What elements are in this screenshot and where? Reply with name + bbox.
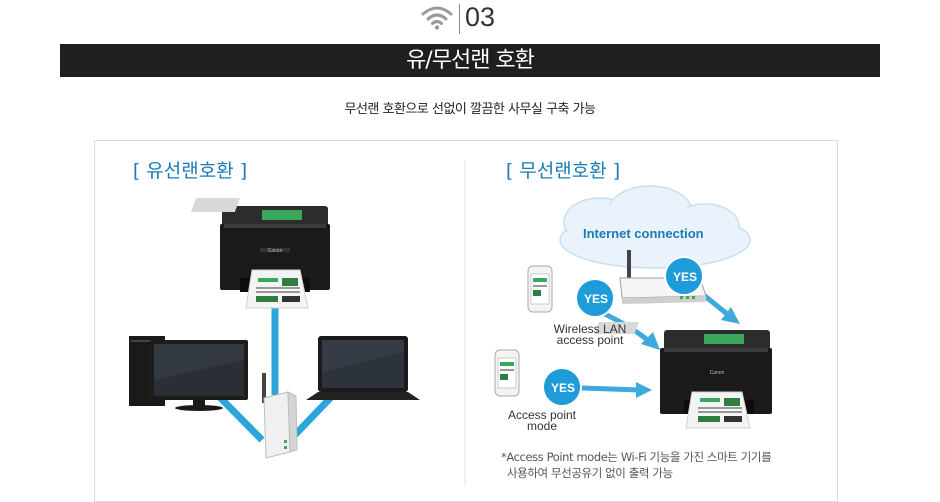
wireless-lan-label-line2: access point	[556, 333, 624, 347]
wifi-icon	[421, 6, 453, 30]
printer-icon: Canon	[190, 198, 330, 309]
internet-connection-label: Internet connection	[583, 226, 704, 241]
footnote-line2: 사용하여 무선공유기 없이 출력 가능	[507, 466, 673, 480]
yes-bubble	[542, 367, 582, 407]
page-title: 유/무선랜 호환	[60, 44, 880, 77]
yes-bubble	[575, 278, 615, 318]
wireless-lan-label: Wireless LAN access point	[540, 322, 640, 347]
page-subtitle: 무선랜 호환으로 선없이 깔끔한 사무실 구축 가능	[344, 102, 597, 117]
laptop-icon	[306, 336, 420, 400]
internet-cloud	[559, 185, 751, 269]
yes-label: YES	[584, 292, 609, 306]
access-point-label-line2: mode	[526, 419, 558, 433]
svg-text:Canon: Canon	[268, 248, 283, 254]
footnote: *Access Point mode는 Wi-Fi 기능을 가진 스마트 기기를…	[501, 449, 772, 481]
yes-label: YES	[551, 381, 576, 395]
yes-label: YES	[673, 270, 698, 284]
access-point-label-line1: Access point	[507, 408, 577, 422]
section-header: 03	[0, 0, 940, 40]
wireless-lan-label-line1: Wireless LAN	[553, 322, 627, 336]
footnote-line1: *Access Point mode는 Wi-Fi 기능을 가진 스마트 기기를	[501, 450, 772, 464]
smartphone-icon	[527, 265, 553, 313]
section-number: 03	[465, 2, 496, 32]
wireless-section-title: [ 무선랜호환 ]	[505, 160, 621, 182]
desktop-computer-icon	[129, 336, 248, 411]
wired-section-title: [ 유선랜호환 ]	[132, 160, 248, 182]
smartphone-icon	[494, 349, 520, 397]
yes-bubble	[664, 256, 704, 296]
access-point-mode-label: Access point mode	[492, 408, 592, 433]
svg-text:Canon: Canon	[710, 370, 725, 376]
router-icon	[262, 373, 298, 459]
printer-icon: Canon	[594, 322, 772, 429]
header-divider	[459, 4, 460, 34]
